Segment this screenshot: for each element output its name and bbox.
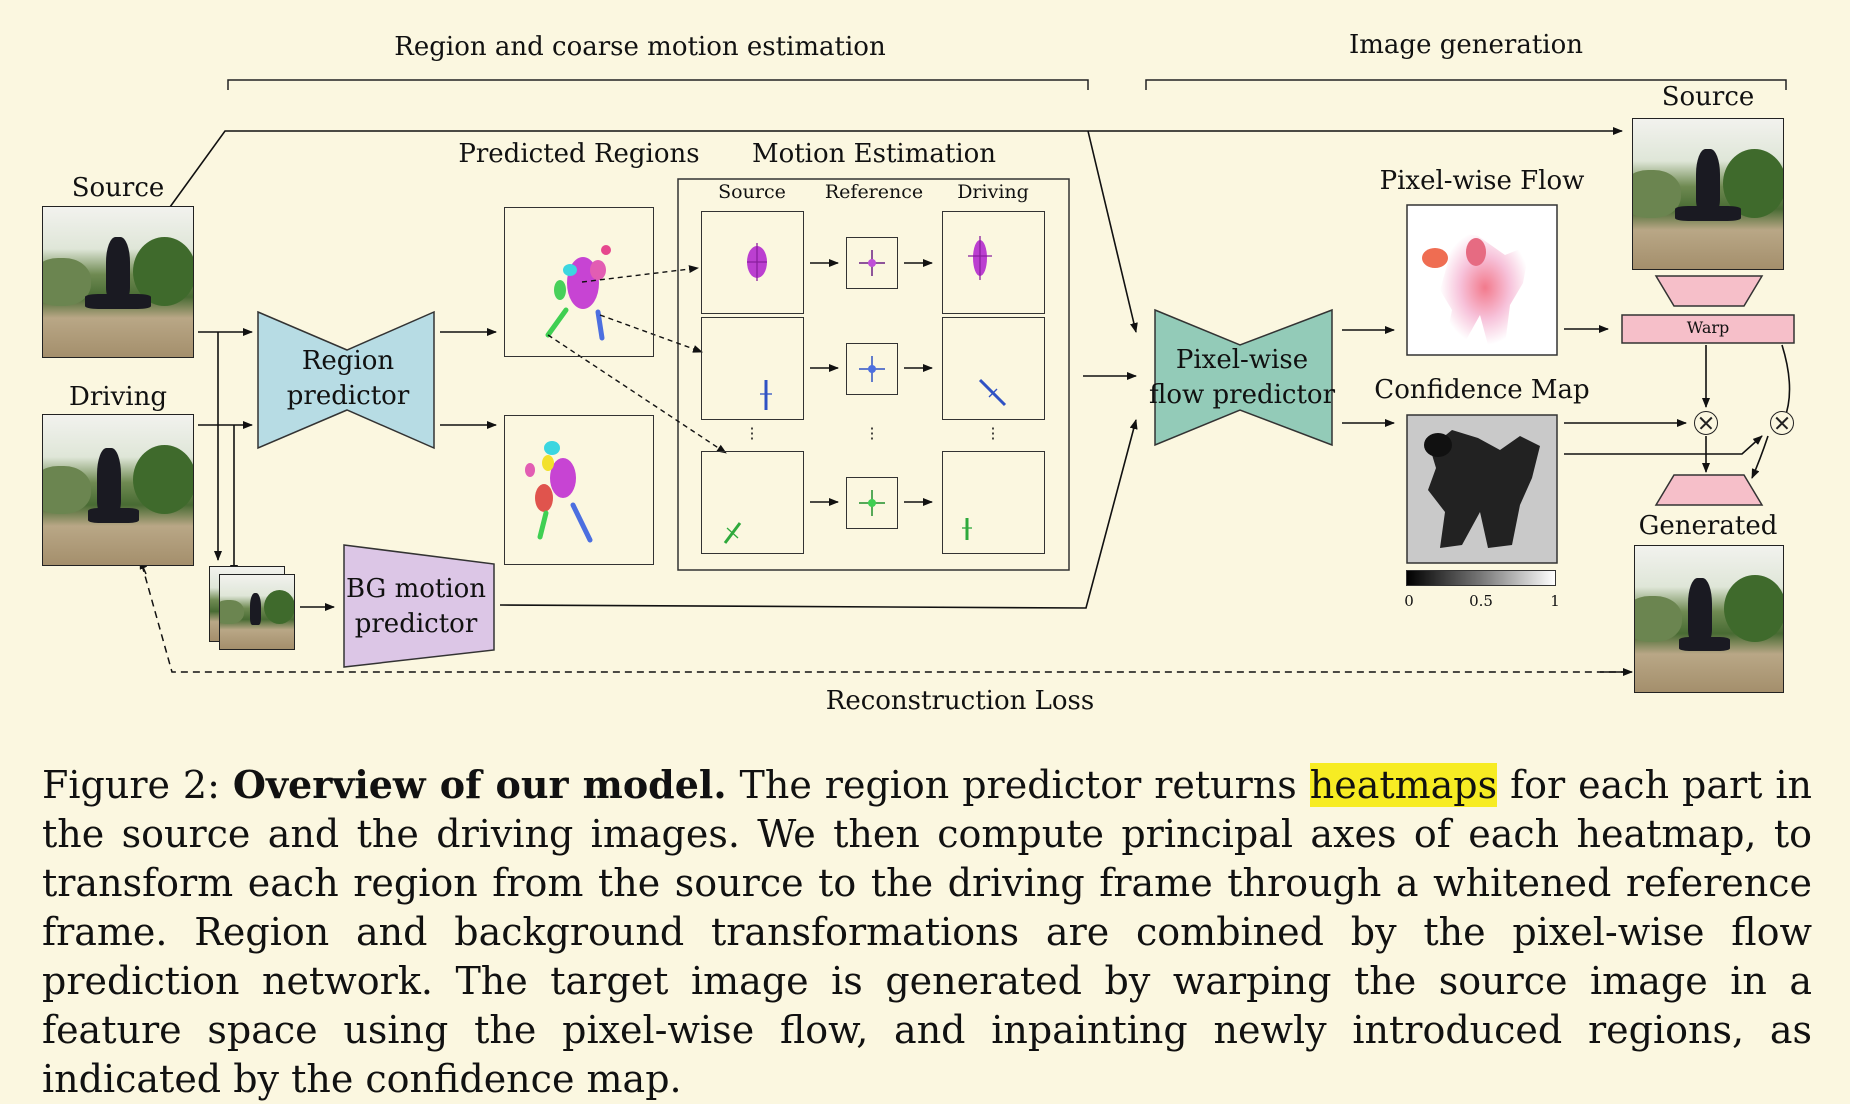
me-reference-1 [846, 237, 898, 289]
motion-estimation-frame [677, 178, 1070, 571]
ellipsis-reference: ⋮ [864, 424, 880, 442]
colorbar-tick-1: 1 [1550, 592, 1560, 610]
source-skip-line [169, 127, 1623, 208]
me-driving-3 [942, 451, 1045, 554]
output-source-image [1632, 118, 1784, 270]
flow-predictor-line2: flow predictor [1148, 380, 1336, 410]
motion-glyphs [723, 236, 1007, 544]
confidence-colorbar [1406, 570, 1556, 586]
motion-estimation-title: Motion Estimation [751, 139, 997, 169]
warp-box [1621, 314, 1795, 344]
bg-motion-predictor-shape [343, 544, 495, 668]
caption-bold: Overview of our model. [232, 762, 727, 807]
driving-image [42, 414, 194, 566]
caption-text-2: for each part in the source and the driv… [42, 763, 1812, 1101]
multiply-icon-2 [1770, 411, 1794, 435]
colorbar-tick-0: 0 [1404, 592, 1414, 610]
pixel-flow-title: Pixel-wise Flow [1379, 166, 1585, 196]
caption-text-1: The region predictor returns [739, 763, 1297, 807]
bg-motion-line1: BG motion [345, 574, 487, 604]
generation-bracket [1145, 79, 1787, 90]
heatmap-source [545, 245, 611, 341]
driving-label: Driving [69, 382, 167, 412]
me-col-reference: Reference [824, 181, 924, 203]
heatmap-driving [525, 441, 593, 543]
region-predictor-shape [257, 310, 435, 450]
diagram-lines [139, 79, 1795, 676]
caption-highlight: heatmaps [1309, 763, 1498, 807]
bg-motion-predictor-label: BG motion predictor [346, 572, 486, 642]
region-predictor-line1: Region [301, 346, 395, 376]
me-col-driving: Driving [957, 181, 1029, 203]
encoder-shape [1654, 275, 1764, 307]
model-overview-diagram: Region and coarse motion estimation Imag… [0, 0, 1850, 735]
predicted-regions-title: Predicted Regions [458, 139, 700, 169]
decoder-shape [1654, 474, 1764, 506]
reconstruction-loss-line [141, 564, 1632, 673]
region-section-title: Region and coarse motion estimation [394, 32, 886, 62]
colorbar-tick-05: 0.5 [1469, 592, 1493, 610]
figure-caption: Figure 2: Overview of our model. The reg… [42, 760, 1812, 1104]
source-to-flow-arrow [1087, 130, 1138, 333]
generated-label: Generated [1638, 511, 1778, 541]
me-source-3 [701, 451, 804, 554]
source-heatmap-frame [504, 207, 654, 357]
caption-label: Figure 2: [42, 763, 220, 807]
me-col-source: Source [718, 181, 786, 203]
me-driving-1 [942, 211, 1045, 314]
multiply-icon-1 [1694, 411, 1718, 435]
source-image [42, 206, 194, 358]
region-bracket [227, 79, 1089, 90]
me-driving-2 [942, 317, 1045, 420]
flow-predictor-label: Pixel-wise flow predictor [1149, 343, 1335, 413]
ellipsis-source: ⋮ [744, 424, 760, 442]
region-predictor-line2: predictor [286, 381, 410, 411]
flow-predictor-shape [1154, 308, 1333, 447]
warp-label: Warp [1686, 318, 1730, 337]
confidence-map-title: Confidence Map [1374, 375, 1590, 405]
generated-image [1634, 545, 1784, 693]
output-source-label: Source [1661, 82, 1755, 112]
generation-section-title: Image generation [1349, 30, 1583, 60]
frames-stack-front [219, 574, 295, 650]
me-reference-3 [846, 477, 898, 529]
reconstruction-loss-label: Reconstruction Loss [825, 686, 1095, 716]
me-source-1 [701, 211, 804, 314]
ellipsis-driving: ⋮ [985, 424, 1001, 442]
me-source-2 [701, 317, 804, 420]
bg-motion-line2: predictor [354, 609, 478, 639]
driving-heatmap-frame [504, 415, 654, 565]
source-label: Source [71, 173, 165, 203]
me-reference-2 [846, 343, 898, 395]
flow-predictor-line1: Pixel-wise [1175, 345, 1309, 375]
region-predictor-label: Region predictor [287, 344, 410, 414]
